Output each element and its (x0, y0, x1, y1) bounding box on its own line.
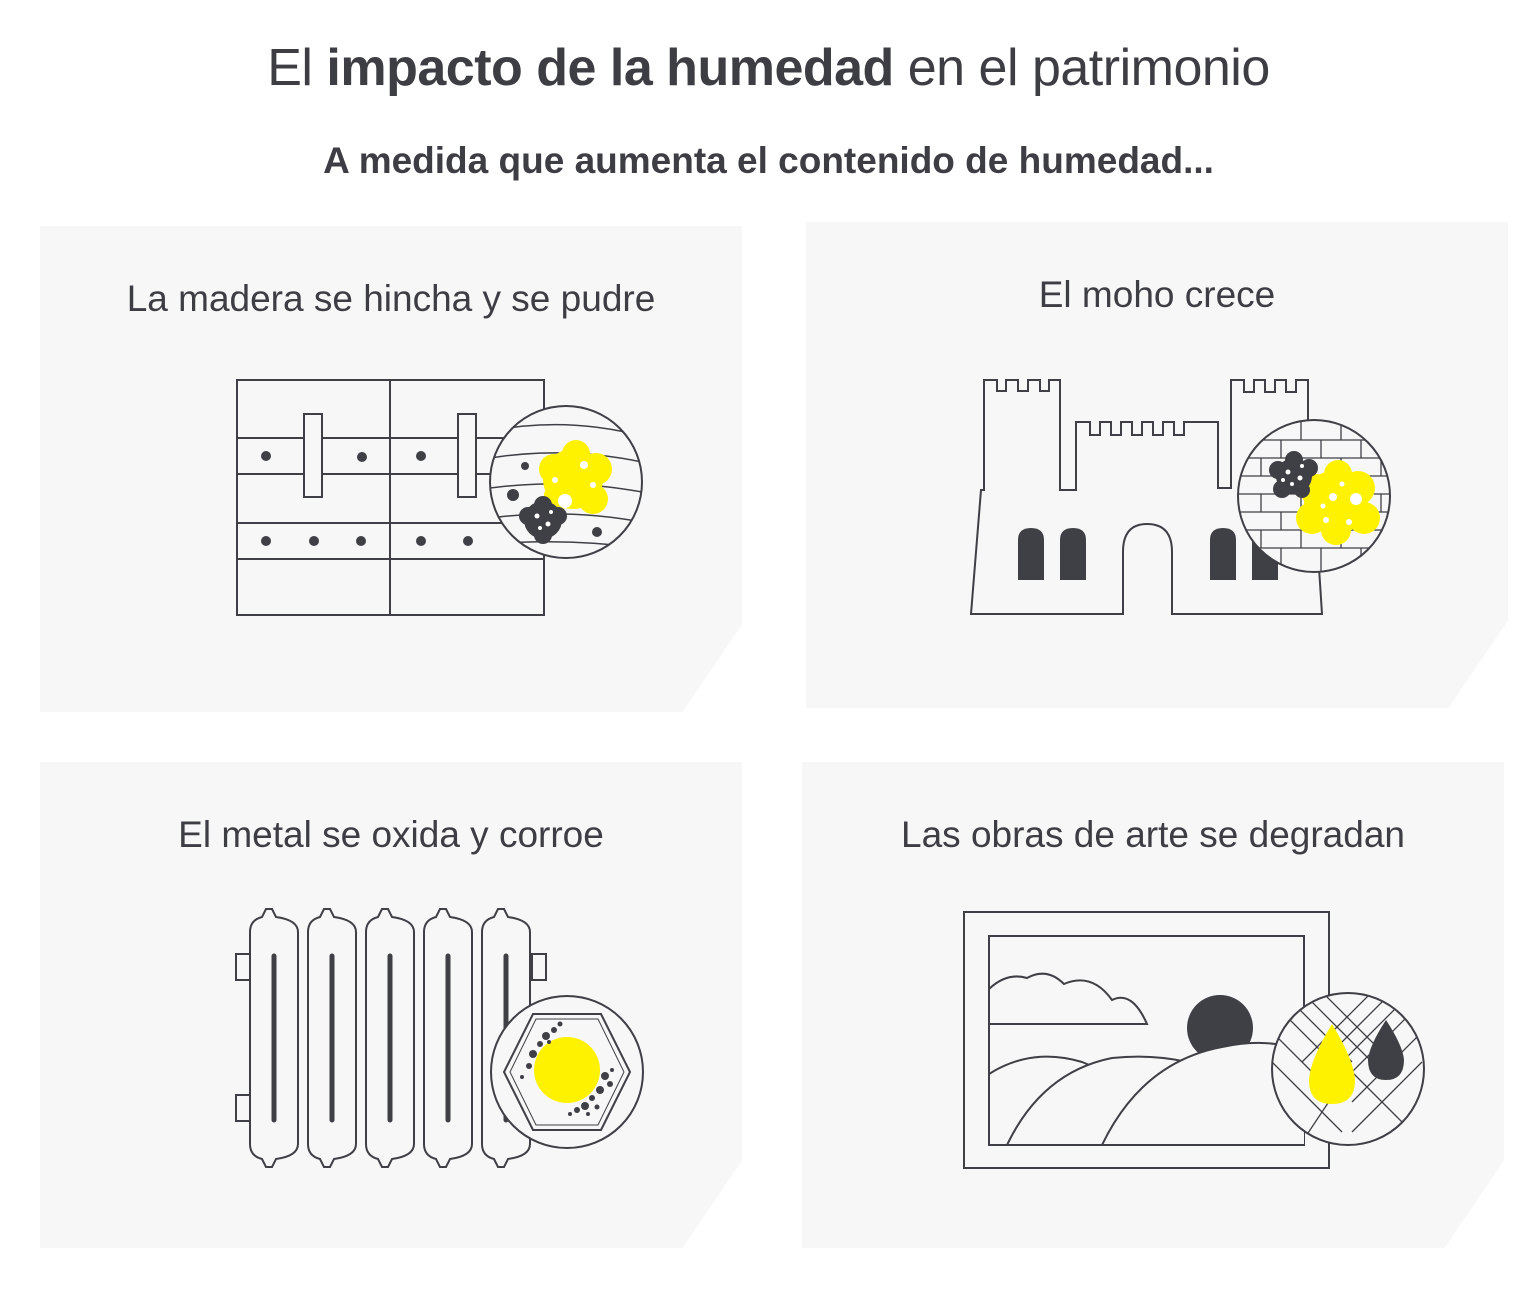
page-subtitle: A medida que aumenta el contenido de hum… (323, 140, 1214, 181)
card-label-wood: La madera se hincha y se pudre (126, 278, 656, 319)
mold-dark (507, 462, 602, 544)
wooden-door-icon (236, 379, 643, 616)
card-label-mold: El moho crece (1038, 274, 1276, 315)
water-drop-yellow-icon (1309, 1024, 1355, 1104)
card-label-art: Las obras de arte se degradan (901, 814, 1405, 855)
framed-painting-icon (963, 911, 1425, 1169)
title-prefix: El (267, 39, 327, 97)
card-label-metal: El metal se oxida y corroe (178, 814, 604, 855)
card-art: Las obras de arte se degradan (802, 762, 1504, 1248)
title-bold: impacto de la humedad (326, 39, 894, 97)
rust-particles (520, 1021, 614, 1116)
card-mold: El moho crece (806, 222, 1508, 708)
water-drop-dark-icon (1368, 1020, 1404, 1080)
mold-dark (1269, 451, 1318, 498)
card-wood: La madera se hincha y se pudre (40, 226, 742, 712)
page-title: El impacto de la humedad en el patrimoni… (0, 38, 1537, 98)
radiator-icon (235, 908, 644, 1168)
title-suffix: en el patrimonio (893, 39, 1271, 97)
castle-icon (969, 379, 1391, 615)
card-metal: El metal se oxida y corroe (40, 762, 742, 1248)
